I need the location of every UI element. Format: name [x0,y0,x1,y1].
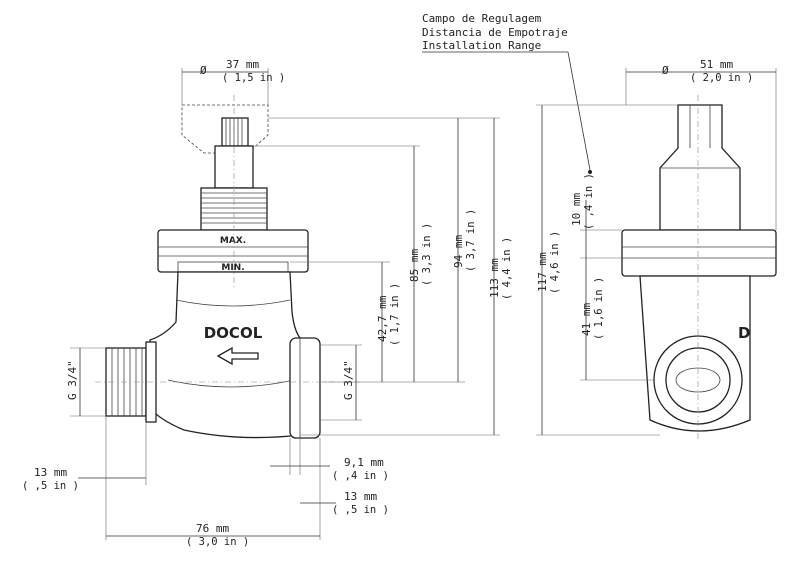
w76-mm: 76 mm [196,522,229,535]
h117-mm: 117 mm [536,252,549,292]
h42-mm: 42,7 mm [376,295,389,342]
w13-right-mm: 13 mm [344,490,377,503]
h85-mm: 85 mm [408,249,421,282]
dimension-body-diameter: Ø 37 mm ( 1,5 in ) [181,58,285,105]
h10-in: ( ,4 in ) [583,173,595,230]
h85-in: ( 3,3 in ) [421,223,433,286]
thread-right-label: G 3/4" [342,360,355,400]
note-line-1: Campo de Regulagem [422,12,542,25]
w91-in: ( ,4 in ) [332,470,389,482]
side-diameter-mm: 51 mm [700,58,733,71]
w13-right-in: ( ,5 in ) [332,504,389,516]
note-line-2: Distancia de Empotraje [422,26,568,39]
w13-left-in: ( ,5 in ) [22,480,79,492]
h94-in: ( 3,7 in ) [465,209,477,272]
thread-labels: G 3/4" G 3/4" [66,344,362,421]
horizontal-dimensions: 13 mm ( ,5 in ) 9,1 mm ( ,4 in ) 13 mm (… [22,416,389,548]
h41-in: ( 1,6 in ) [593,277,605,340]
h41-mm: 41 mm [580,303,593,336]
h10-mm: 10 mm [570,193,583,226]
w76-in: ( 3,0 in ) [186,536,249,548]
diameter-symbol: Ø [200,64,207,77]
w13-left-mm: 13 mm [34,466,67,479]
h113-in: ( 4,4 in ) [501,237,513,300]
side-diameter-symbol: Ø [662,64,669,77]
body-diameter-in: ( 1,5 in ) [222,72,285,84]
min-marking: MIN. [221,263,244,273]
vertical-dimensions: 42,7 mm ( 1,7 in ) 85 mm ( 3,3 in ) 94 m… [253,117,513,436]
max-marking: MAX. [220,236,246,246]
thread-left-label: G 3/4" [66,360,79,400]
h117-in: ( 4,6 in ) [549,231,561,294]
h94-mm: 94 mm [452,235,465,268]
h113-mm: 113 mm [488,258,501,298]
w91-mm: 9,1 mm [344,456,384,469]
side-view: D [621,95,777,440]
side-brand: D [738,324,750,342]
side-diameter-in: ( 2,0 in ) [690,72,753,84]
side-vertical-dimensions: 117 mm ( 4,6 in ) 10 mm ( ,4 in ) 41 mm … [536,104,678,436]
note-line-3: Installation Range [422,39,541,52]
h42-in: ( 1,7 in ) [389,283,401,346]
dimension-side-diameter: Ø 51 mm ( 2,0 in ) [625,58,777,230]
installation-note: Campo de Regulagem Distancia de Empotraj… [422,12,592,174]
body-diameter-mm: 37 mm [226,58,259,71]
front-view: MAX. MIN. DOCOL [95,95,360,439]
brand-logo: DOCOL [204,324,263,342]
